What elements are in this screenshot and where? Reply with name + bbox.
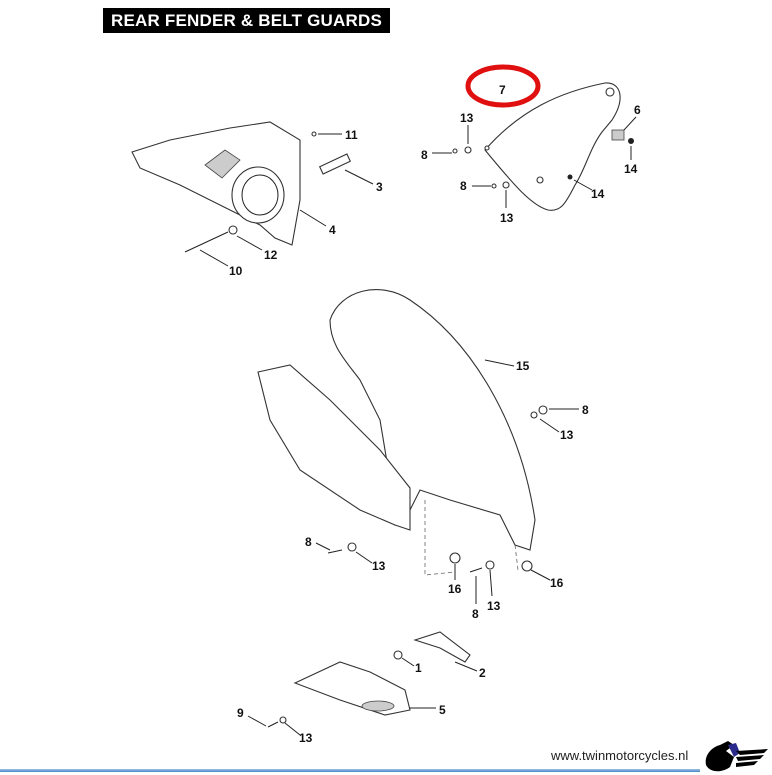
callout-9: 9 — [237, 706, 244, 720]
callout-4: 4 — [329, 223, 336, 237]
callout-11: 11 — [345, 128, 358, 142]
washer-12 — [228, 225, 238, 235]
bracket-2 — [413, 631, 471, 663]
diagram-title: REAR FENDER & BELT GUARDS — [103, 8, 390, 33]
callout-10: 10 — [229, 264, 243, 278]
callout-2: 2 — [479, 666, 486, 680]
callout-8: 8 — [460, 179, 467, 193]
bolt-10 — [184, 231, 229, 253]
callout-13: 13 — [500, 211, 514, 225]
callout-7: 7 — [499, 83, 506, 97]
callout-13: 13 — [299, 731, 313, 745]
leader-lines — [199, 116, 637, 736]
brand-logo-icon — [705, 741, 768, 772]
clip-6 — [611, 129, 625, 141]
callout-15: 15 — [516, 359, 530, 373]
callout-16: 16 — [448, 582, 462, 596]
callout-13: 13 — [560, 428, 574, 442]
callout-8: 8 — [472, 607, 479, 621]
belt-guard-part — [131, 121, 301, 246]
footer-bar — [0, 769, 700, 772]
callout-12: 12 — [264, 248, 278, 262]
callout-13: 13 — [372, 559, 386, 573]
fender-cover-part-7 — [484, 82, 621, 211]
callout-16: 16 — [550, 576, 564, 590]
callout-13: 13 — [460, 111, 474, 125]
callout-1: 1 — [415, 661, 422, 675]
callout-3: 3 — [376, 180, 383, 194]
bolt-1 — [393, 650, 403, 660]
callout-8: 8 — [421, 148, 428, 162]
nut-14 — [628, 138, 634, 144]
nut-14b — [567, 174, 573, 180]
callout-14: 14 — [591, 187, 605, 201]
callout-8: 8 — [582, 403, 589, 417]
highlight-circle — [465, 64, 541, 108]
callout-14: 14 — [624, 162, 638, 176]
callout-5: 5 — [439, 703, 446, 717]
callout-6: 6 — [634, 103, 641, 117]
footer-url[interactable]: www.twinmotorcycles.nl — [551, 748, 689, 763]
spacer-part — [318, 153, 352, 175]
rear-fender-part-15 — [257, 289, 536, 576]
callout-8: 8 — [305, 535, 312, 549]
screw-11 — [311, 131, 317, 137]
callout-13: 13 — [487, 599, 501, 613]
